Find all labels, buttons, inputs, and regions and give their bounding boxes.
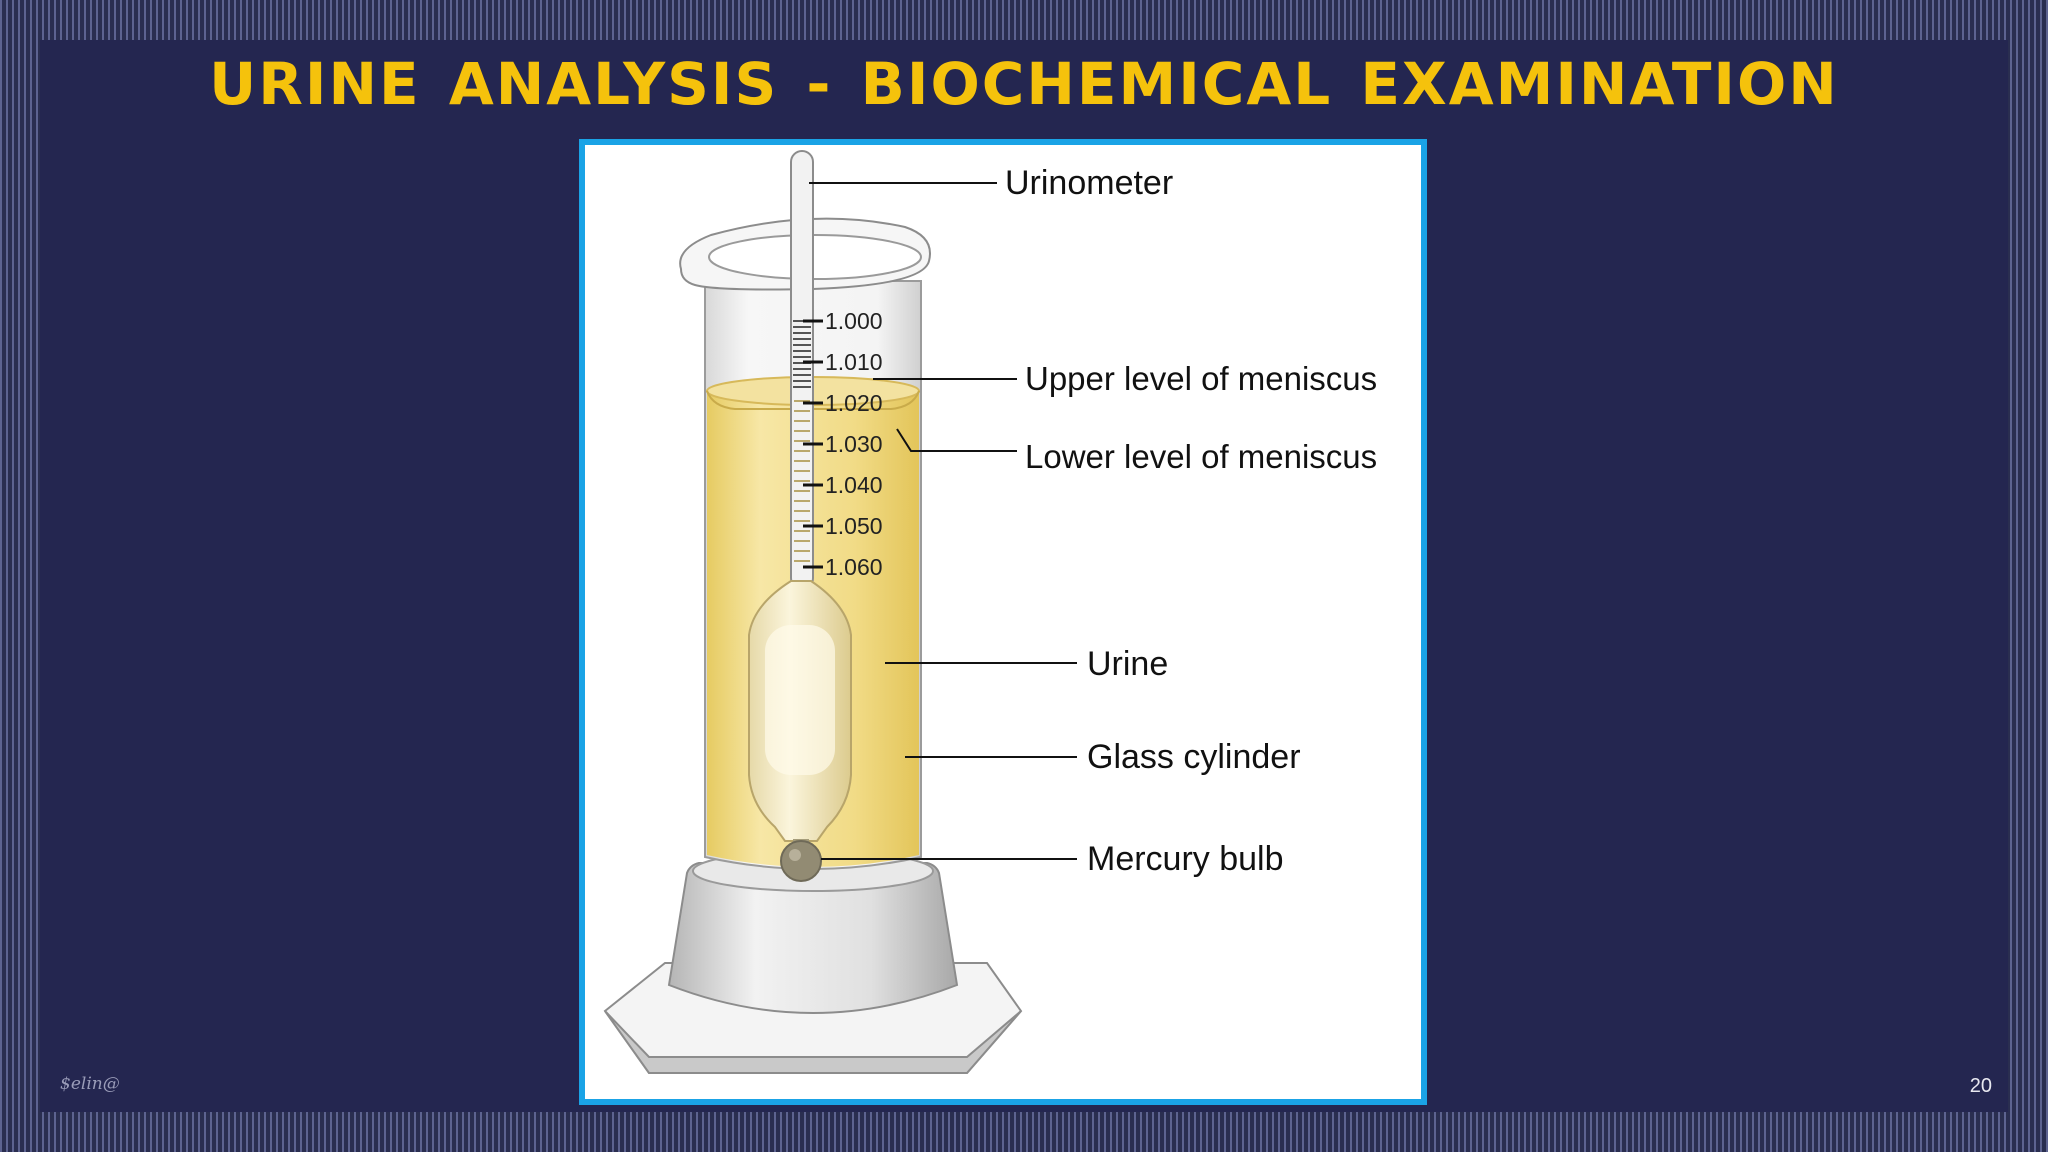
slide-title: URINE ANALYSIS - BIOCHEMICAL EXAMINATION xyxy=(209,50,1839,118)
scale-tick-label: 1.010 xyxy=(825,349,883,375)
label-upper-meniscus: Upper level of meniscus xyxy=(1025,360,1377,397)
figure-frame: 1.000 1.010 1.020 1.030 1.040 1.050 1.06… xyxy=(579,139,1427,1105)
label-urine: Urine xyxy=(1087,645,1168,683)
label-glass-cylinder: Glass cylinder xyxy=(1087,738,1301,776)
urinometer-illustration: 1.000 1.010 1.020 1.030 1.040 1.050 1.06… xyxy=(603,150,1377,1074)
scale-tick-label: 1.040 xyxy=(825,472,883,498)
label-urinometer: Urinometer xyxy=(1005,164,1173,202)
lower-meniscus-leader-line xyxy=(896,428,1017,452)
page-number: 20 xyxy=(1969,1075,1992,1097)
scale-tick-label: 1.060 xyxy=(825,554,883,580)
scale-tick-label: 1.020 xyxy=(825,390,883,416)
scale-tick-label: 1.030 xyxy=(825,431,883,457)
label-lower-meniscus: Lower level of meniscus xyxy=(1025,438,1377,475)
scale-tick-label: 1.050 xyxy=(825,513,883,539)
urinometer-diagram: 1.000 1.010 1.020 1.030 1.040 1.050 1.06… xyxy=(585,145,1421,1099)
scale-tick-label: 1.000 xyxy=(825,308,883,334)
author-mark: $elin@ xyxy=(60,1074,120,1094)
label-mercury-bulb: Mercury bulb xyxy=(1087,840,1284,878)
